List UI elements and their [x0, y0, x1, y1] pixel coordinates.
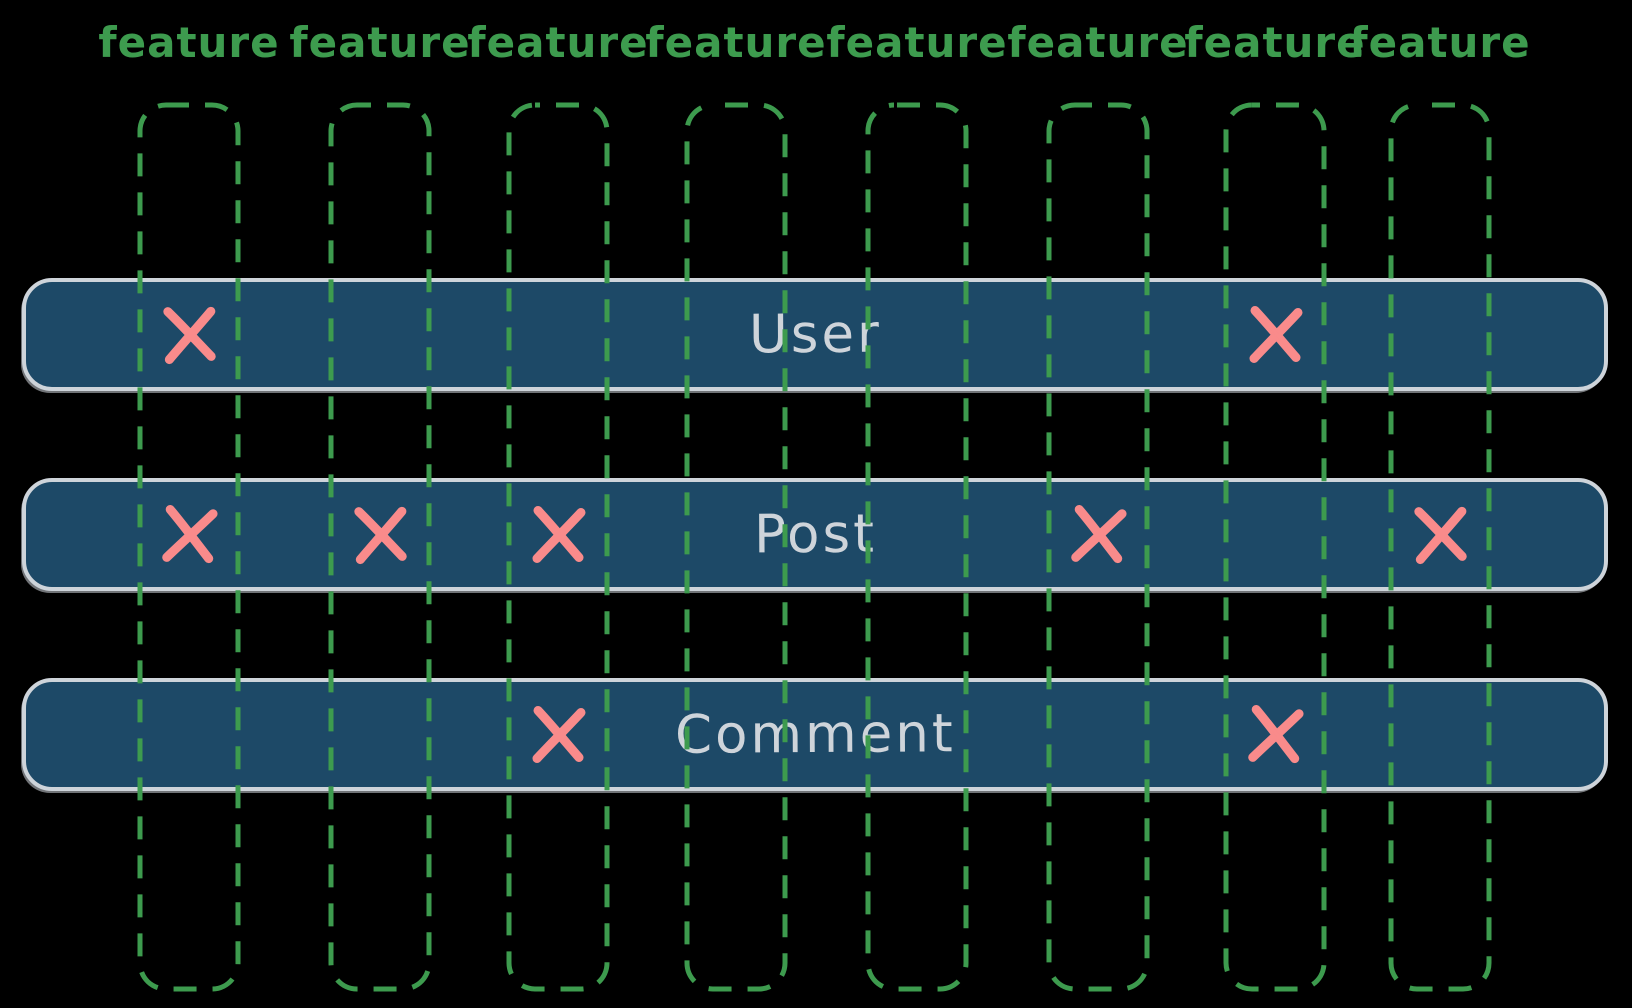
feature-column-label: feature	[289, 18, 471, 67]
feature-column-label: feature	[1184, 18, 1366, 67]
feature-column-label: feature	[826, 18, 1008, 67]
feature-column-label: feature	[645, 18, 827, 67]
feature-column-label: feature	[98, 18, 280, 67]
feature-column-label: feature	[1007, 18, 1189, 67]
feature-column-label: feature	[467, 18, 649, 67]
feature-column-label: feature	[1349, 18, 1531, 67]
